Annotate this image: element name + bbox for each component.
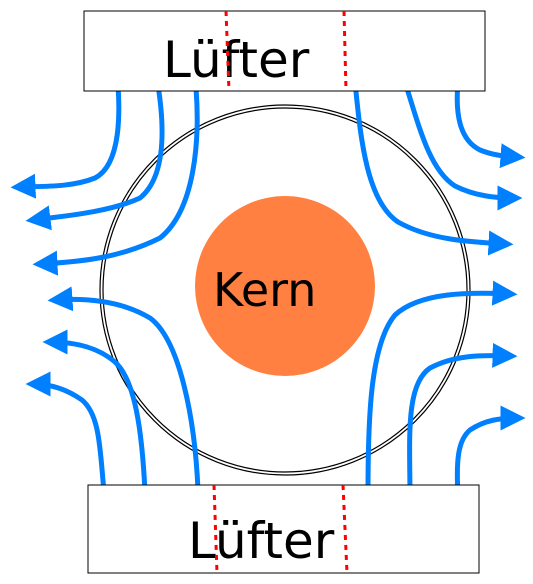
airflow-arrow bbox=[454, 405, 526, 498]
airflow-arrow bbox=[42, 329, 148, 495]
top-fan-marker-right bbox=[342, 10, 348, 92]
bottom-fan-box bbox=[87, 484, 480, 574]
top-fan: Lüfter bbox=[83, 10, 486, 92]
bottom-fan: Lüfter bbox=[87, 484, 480, 574]
airflow-arrow bbox=[402, 79, 523, 211]
bottom-fan-marker-right bbox=[341, 484, 349, 574]
airflow-arrow bbox=[32, 85, 200, 276]
airflow-arrow bbox=[365, 280, 518, 495]
airflow-left-group bbox=[10, 62, 201, 495]
top-fan-marker-left bbox=[224, 10, 231, 92]
airflow-arrow bbox=[352, 79, 514, 256]
bottom-fan-marker-left bbox=[212, 484, 219, 574]
core-circle bbox=[195, 196, 375, 376]
airflow-arrow bbox=[454, 79, 526, 169]
top-fan-box bbox=[83, 10, 486, 92]
airflow-arrow bbox=[407, 342, 518, 501]
airflow-arrow bbox=[10, 62, 122, 199]
outer-circle bbox=[99, 104, 471, 476]
core-label: Kern bbox=[213, 263, 316, 317]
top-fan-label: Lüfter bbox=[163, 31, 310, 89]
airflow-arrow bbox=[25, 371, 107, 495]
bottom-fan-label: Lüfter bbox=[188, 512, 335, 570]
airflow-arrow bbox=[25, 65, 165, 231]
airflow-right-group bbox=[352, 79, 526, 501]
outer-circle-inner-ring bbox=[102, 107, 468, 473]
airflow-arrow bbox=[47, 286, 201, 493]
